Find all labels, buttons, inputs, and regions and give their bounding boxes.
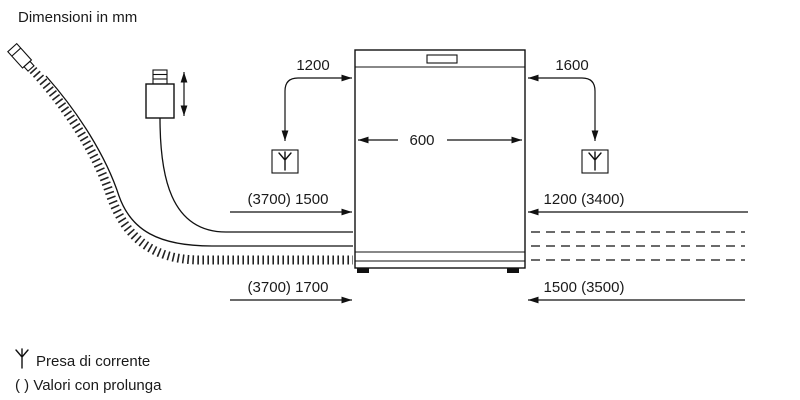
hose-assembly bbox=[7, 42, 353, 265]
power-cable-icon bbox=[45, 75, 353, 247]
aquastop-valve-icon bbox=[145, 69, 175, 119]
dim-cable-right-label: 1600 bbox=[555, 57, 588, 74]
legend: Presa di corrente ( ) Valori con prolung… bbox=[15, 348, 162, 394]
power-outlet-legend-icon bbox=[15, 348, 29, 369]
supply-hose-icon bbox=[159, 117, 353, 233]
drain-hose-icon bbox=[29, 66, 353, 265]
dim-row1-left: (3700) 1500 bbox=[230, 191, 352, 216]
power-outlet-icon-left bbox=[271, 149, 299, 174]
dim-width-label: 600 bbox=[409, 132, 434, 149]
legend-extension-label: ( ) Valori con prolunga bbox=[15, 377, 162, 394]
drain-hose-connector-icon bbox=[7, 42, 35, 72]
appliance-outline bbox=[354, 49, 526, 273]
appliance-foot-right bbox=[507, 268, 519, 273]
dim-row1-left-label: (3700) 1500 bbox=[248, 191, 329, 208]
appliance-foot-left bbox=[357, 268, 369, 273]
legend-outlet-label: Presa di corrente bbox=[36, 353, 150, 370]
diagram-title: Dimensioni in mm bbox=[18, 9, 137, 26]
control-display bbox=[426, 54, 458, 64]
dim-row1-right: 1200 (3400) bbox=[528, 191, 748, 216]
dim-row2-right: 1500 (3500) bbox=[528, 279, 745, 304]
power-outlet-icon-right bbox=[581, 149, 609, 174]
dim-row1-right-label: 1200 (3400) bbox=[544, 191, 625, 208]
dim-cable-right: 1600 bbox=[528, 57, 609, 174]
dim-row2-left: (3700) 1700 bbox=[230, 279, 352, 304]
dim-cable-left-label: 1200 bbox=[296, 57, 329, 74]
dim-cable-left: 1200 bbox=[271, 57, 352, 174]
dim-width: 600 bbox=[358, 132, 522, 149]
dim-row2-right-label: 1500 (3500) bbox=[544, 279, 625, 296]
dashed-extension-lines bbox=[531, 231, 745, 261]
dim-row2-left-label: (3700) 1700 bbox=[248, 279, 329, 296]
